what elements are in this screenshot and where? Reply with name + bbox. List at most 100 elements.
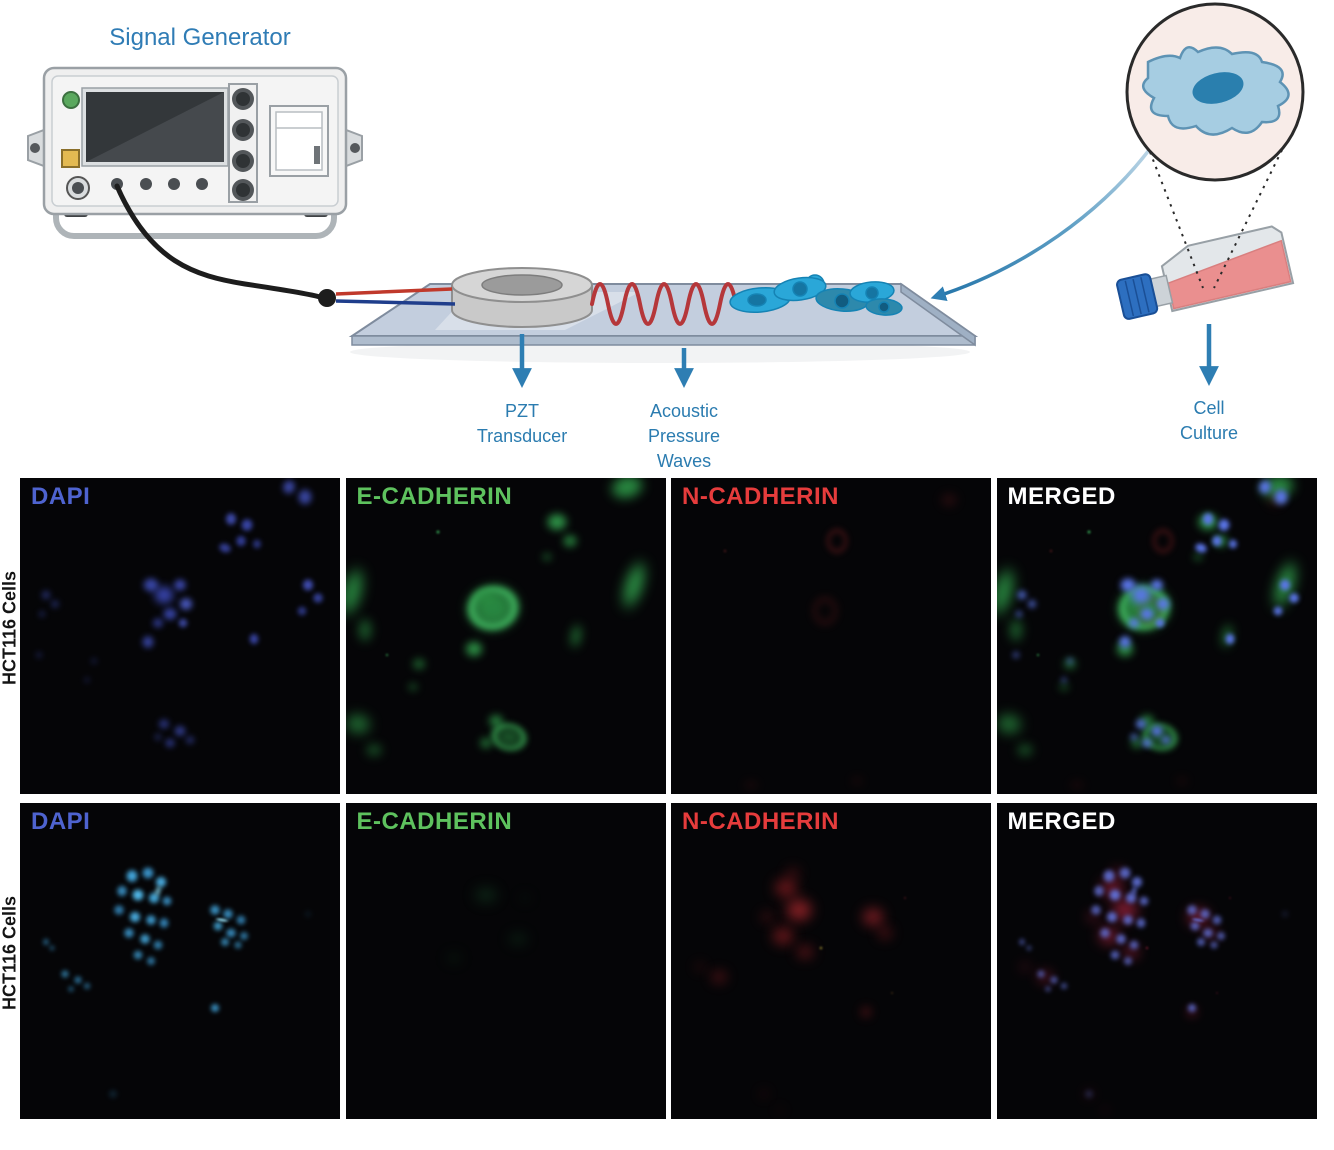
cell-blob: [825, 527, 850, 556]
cell-blob: [1098, 926, 1112, 940]
cell-culture-label: Cell Culture: [1179, 398, 1239, 443]
cells-on-slide: [729, 274, 903, 316]
cell-blob: [172, 723, 188, 738]
micro-panel-r1-dapi: DAPI: [20, 478, 340, 794]
channel-label: E-CADHERIN: [356, 483, 513, 510]
cell-blob: [1127, 616, 1142, 630]
cell-blob: [1057, 681, 1071, 693]
cell-blob: [543, 511, 570, 534]
cell-blob: [1224, 632, 1237, 647]
cell-blob: [1059, 676, 1068, 685]
signal-generator-device: [27, 66, 363, 239]
cell-blob: [541, 552, 554, 562]
cell-blob: [1133, 717, 1148, 731]
cell-blob: [1049, 549, 1053, 553]
cell-blob: [769, 923, 797, 948]
cell-blob: [723, 549, 727, 553]
cell-blob: [161, 605, 180, 622]
annotation-arrows: [512, 324, 1219, 388]
cell-blob: [1049, 974, 1060, 985]
cell-blob: [305, 910, 311, 917]
micro-panel-r1-n-cadherin: N-CADHERIN: [671, 478, 991, 794]
cell-blob: [112, 903, 126, 917]
cell-blob: [1129, 732, 1140, 743]
cell-blob: [444, 950, 465, 965]
channel-label: DAPI: [31, 808, 91, 835]
cell-blob: [234, 534, 248, 549]
cell-blob: [172, 577, 188, 593]
cell-blob: [1015, 741, 1036, 758]
cell-blob: [709, 968, 729, 985]
cell-blob: [177, 617, 190, 630]
cell-blob: [436, 529, 441, 534]
cell-blob: [1006, 614, 1025, 645]
cell-blob: [49, 598, 61, 610]
cell-blob: [67, 985, 76, 994]
cell-blob: [1195, 936, 1207, 948]
cell-blob: [819, 946, 823, 950]
magnified-cell-inset: [1125, 2, 1305, 289]
micro-panel-r2-merged: MERGED: [996, 803, 1317, 1119]
cell-blob: [1160, 734, 1173, 746]
cell-blob: [1145, 946, 1149, 950]
cell-blob: [1211, 913, 1224, 926]
cell-blob: [39, 588, 52, 601]
cell-blob: [1210, 534, 1224, 549]
pzt-transducer: [451, 267, 593, 328]
cell-blob: [1087, 529, 1092, 534]
cell-blob: [1025, 944, 1032, 952]
culture-flask: [1116, 225, 1295, 320]
channel-label: MERGED: [1007, 808, 1116, 835]
cell-blob: [224, 926, 238, 939]
micro-panel-r2-n-cadherin: N-CADHERIN: [671, 803, 991, 1119]
cell-blob: [89, 656, 99, 666]
cell-blob: [996, 708, 1028, 741]
channel-label: DAPI: [31, 483, 91, 510]
cell-blob: [517, 892, 532, 903]
cell-blob: [1281, 910, 1288, 917]
cell-blob: [782, 895, 816, 926]
cell-blob: [311, 591, 325, 605]
cell-blob: [209, 1002, 221, 1014]
cell-blob: [128, 909, 143, 924]
pzt-transducer-label: PZT Transducer: [476, 401, 568, 446]
cell-blob: [1140, 737, 1154, 750]
cell-blob: [1019, 962, 1032, 973]
channel-label: N-CADHERIN: [682, 483, 839, 510]
cell-blob: [1287, 591, 1301, 605]
cell-blob: [1036, 653, 1040, 657]
cell-blob: [876, 924, 895, 941]
cell-blob: [385, 653, 389, 657]
micro-panel-r1-e-cadherin: E-CADHERIN: [345, 478, 666, 794]
cell-blob: [1150, 527, 1175, 556]
cell-blob: [345, 708, 377, 741]
cell-blob: [1186, 1002, 1198, 1014]
cell-blob: [247, 632, 260, 647]
cell-blob: [693, 962, 706, 973]
cell-blob: [612, 552, 655, 619]
cell-blob: [1117, 865, 1132, 881]
cell-blob: [83, 676, 92, 685]
cell-blob: [1192, 552, 1205, 562]
cell-blob: [163, 737, 177, 750]
cell-blob: [1114, 932, 1128, 946]
cell-blob: [472, 588, 501, 609]
cell-blob: [72, 974, 83, 985]
cell-blob: [152, 732, 163, 743]
cell-blob: [759, 909, 775, 924]
cell-blob: [115, 884, 129, 899]
cell-blob: [1200, 511, 1215, 528]
cell-blob: [1067, 780, 1086, 789]
micro-panel-r1-merged: MERGED: [996, 478, 1317, 794]
cell-blob: [602, 478, 652, 508]
cell-blob: [215, 539, 235, 556]
cell-blob: [132, 948, 145, 961]
cell-blob: [406, 681, 420, 693]
cell-blob: [1277, 577, 1292, 593]
cell-blob: [82, 981, 92, 991]
cell-blob: [1216, 991, 1219, 994]
channel-label: E-CADHERIN: [356, 808, 513, 835]
row-label-hct116: HCT116 Cells: [0, 570, 20, 686]
cell-blob: [1128, 939, 1141, 952]
cell-blob: [1026, 598, 1038, 610]
